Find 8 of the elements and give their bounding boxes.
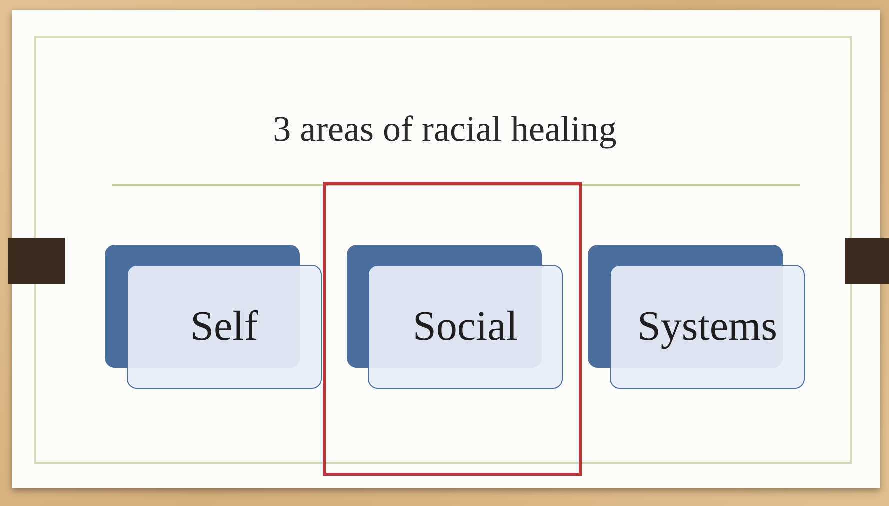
card-label: Systems (637, 303, 778, 351)
card-label: Self (190, 303, 258, 351)
highlight-frame (323, 182, 582, 476)
slide-title: 3 areas of racial healing (272, 108, 618, 150)
text-card (127, 265, 322, 389)
card-label: Social (413, 303, 518, 351)
text-card (610, 265, 805, 389)
text-card (368, 265, 563, 389)
